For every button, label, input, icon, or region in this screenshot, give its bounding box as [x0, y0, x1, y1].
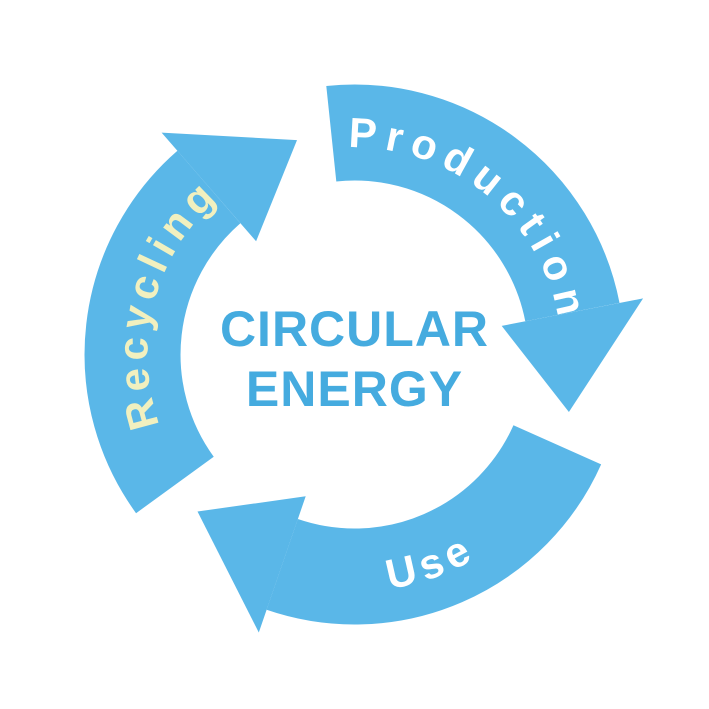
use-arrow-arc	[266, 424, 602, 625]
production-arrowhead	[501, 298, 644, 412]
center-title: CIRCULAR ENERGY	[220, 301, 489, 417]
center-title-line1: CIRCULAR	[220, 301, 489, 357]
production-arrow-arc	[326, 84, 620, 323]
recycling-arrowhead	[161, 132, 297, 242]
use-arrowhead	[197, 496, 306, 633]
cycle-arrows	[84, 84, 644, 633]
recycling-arrow-arc	[84, 150, 242, 514]
center-title-line2: ENERGY	[246, 361, 463, 417]
